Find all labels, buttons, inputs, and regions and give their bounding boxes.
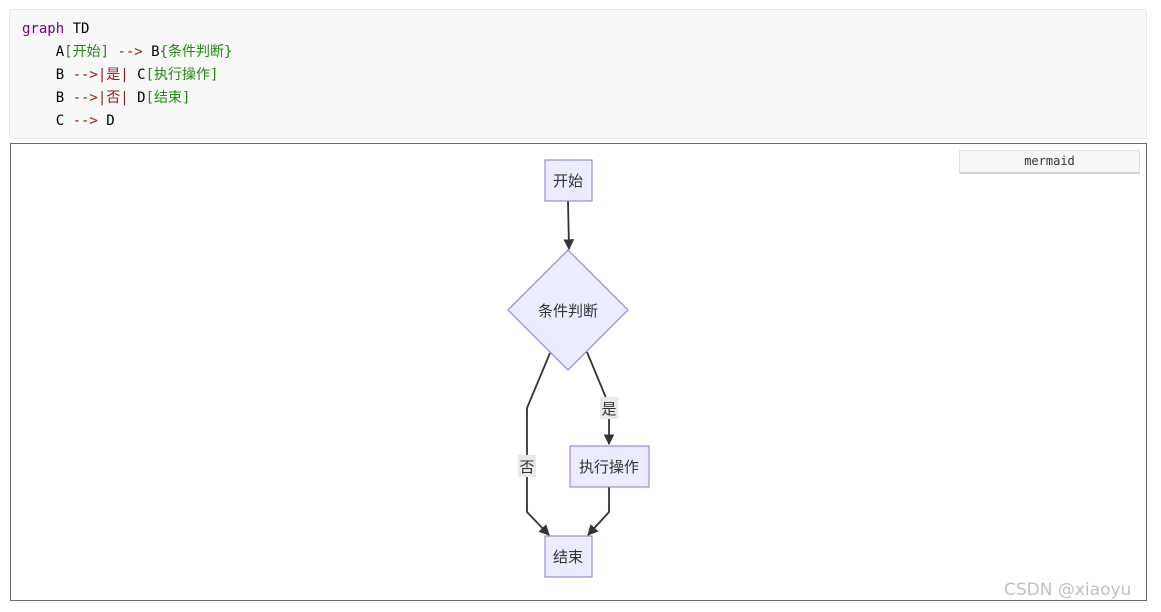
edge-start-to-decision bbox=[563, 200, 575, 251]
code-token: TD bbox=[64, 21, 90, 37]
code-token: {条件判断} bbox=[159, 44, 233, 60]
node-end[interactable]: 结束 bbox=[544, 535, 593, 578]
language-tag[interactable]: mermaid bbox=[959, 150, 1140, 174]
code-token: B bbox=[151, 44, 160, 60]
code-token: graph bbox=[22, 21, 65, 37]
code-token: B bbox=[22, 90, 73, 106]
svg-text:是: 是 bbox=[601, 400, 616, 418]
code-token: D bbox=[128, 90, 146, 106]
node-action[interactable]: 执行操作 bbox=[569, 445, 650, 488]
code-line: A[开始] --> B{条件判断} bbox=[22, 41, 1134, 64]
code-token: --> bbox=[72, 90, 98, 106]
svg-text:条件判断: 条件判断 bbox=[538, 302, 598, 320]
code-line: B -->|否| D[结束] bbox=[22, 87, 1134, 110]
code-line: graph TD bbox=[22, 18, 1134, 41]
code-token: --> bbox=[72, 113, 98, 129]
code-line: B -->|是| C[执行操作] bbox=[22, 64, 1134, 87]
diagram-frame bbox=[10, 143, 1147, 601]
svg-text:否: 否 bbox=[519, 458, 534, 476]
code-token: A bbox=[22, 44, 65, 60]
svg-text:执行操作: 执行操作 bbox=[579, 458, 639, 476]
code-token: [开始] bbox=[64, 44, 110, 60]
code-token: C bbox=[22, 113, 73, 129]
edge-label-no: 否 bbox=[518, 455, 536, 477]
code-token: --> bbox=[72, 67, 98, 83]
edge-label-yes: 是 bbox=[600, 397, 618, 419]
code-token: B bbox=[22, 67, 73, 83]
node-decision[interactable]: 条件判断 bbox=[507, 249, 629, 371]
code-token: |是| bbox=[97, 67, 129, 83]
watermark: CSDN @xiaoyu bbox=[1004, 580, 1132, 600]
edge-action-to-end bbox=[587, 487, 610, 536]
code-block[interactable]: graph TD A[开始] --> B{条件判断} B -->|是| C[执行… bbox=[9, 9, 1147, 139]
edge-decision-to-end bbox=[526, 352, 551, 536]
node-start[interactable]: 开始 bbox=[544, 159, 593, 202]
code-token: C bbox=[128, 67, 146, 83]
code-token: --> bbox=[109, 44, 152, 60]
svg-text:开始: 开始 bbox=[553, 172, 583, 190]
svg-text:结束: 结束 bbox=[553, 548, 583, 566]
code-token: [结束] bbox=[145, 90, 191, 106]
code-token: D bbox=[97, 113, 115, 129]
code-token: [执行操作] bbox=[145, 67, 219, 83]
code-token: |否| bbox=[97, 90, 129, 106]
code-line: C --> D bbox=[22, 110, 1134, 133]
